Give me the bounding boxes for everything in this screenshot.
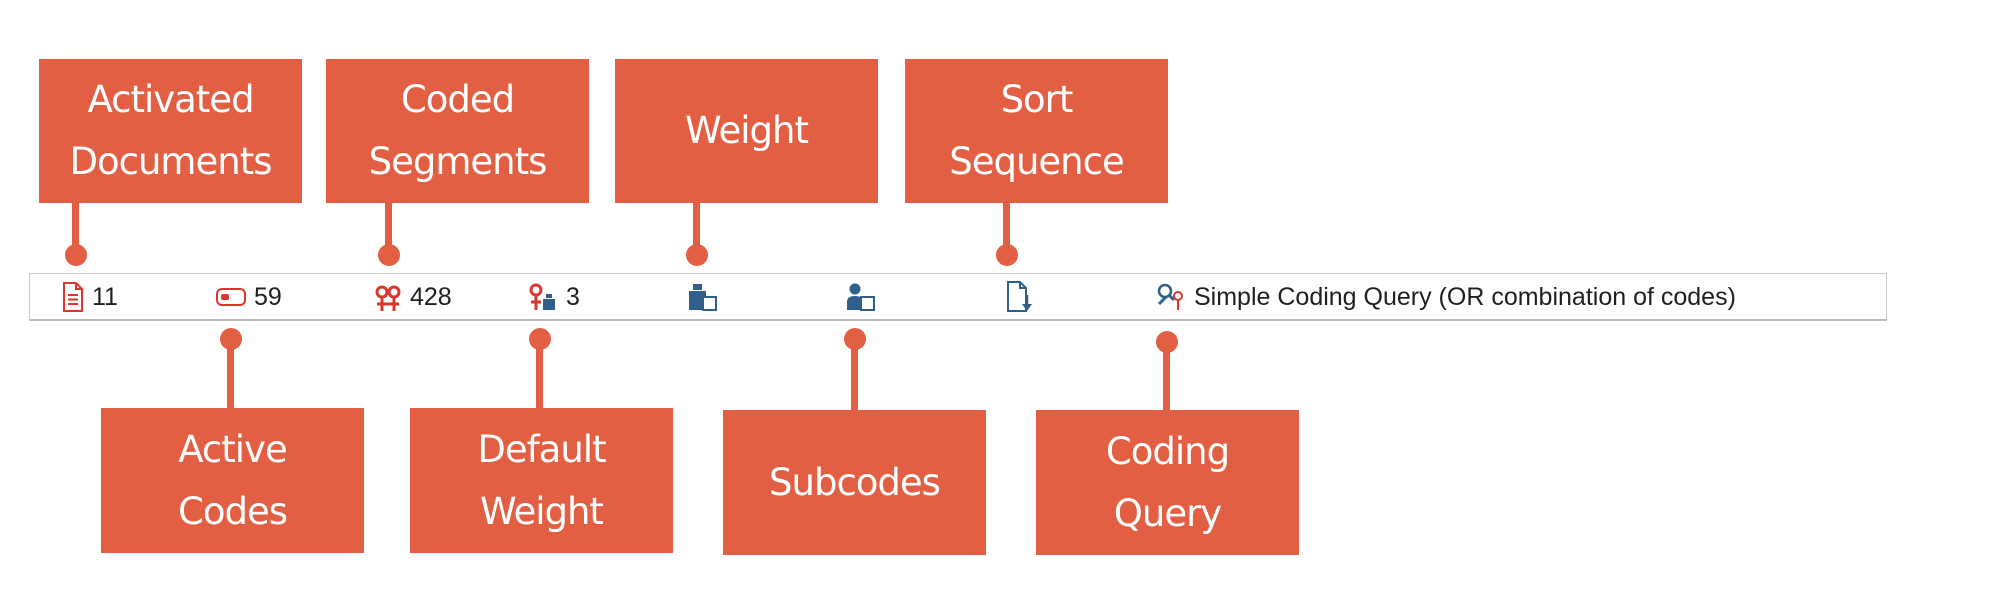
callout-activated-documents-dot [65, 244, 87, 266]
callout-active-codes-text: Active Codes [178, 427, 288, 533]
weight-filter-icon [689, 284, 717, 311]
callout-sort-sequence-dot [996, 244, 1018, 266]
callout-sort-sequence-text: Sort Sequence [949, 78, 1125, 183]
status-activated-documents[interactable]: 11 [62, 274, 118, 320]
callout-subcodes-text: Subcodes [769, 460, 941, 504]
callout-default-weight: Default Weight [410, 408, 673, 553]
document-icon [63, 282, 83, 312]
callout-active-codes-dot [220, 328, 242, 350]
callout-coded-segments-dot [378, 244, 400, 266]
documents-count: 11 [92, 282, 118, 311]
callout-weight-stem [693, 203, 700, 255]
callout-weight-text: Weight [685, 109, 809, 152]
status-subcodes[interactable] [846, 274, 876, 320]
callout-default-weight-stem [536, 340, 543, 408]
callout-coded-segments-text: Coded Segments [368, 78, 548, 183]
callout-subcodes: Subcodes [723, 410, 986, 555]
status-active-codes[interactable]: 59 [216, 274, 282, 320]
status-sort-sequence[interactable] [1006, 274, 1034, 320]
default-weight-icon [529, 283, 555, 310]
callout-default-weight-text: Default Weight [477, 427, 606, 533]
callout-weight: Weight [615, 59, 878, 203]
callout-subcodes-stem [851, 340, 858, 410]
callout-sort-sequence: Sort Sequence [905, 59, 1168, 203]
callout-activated-documents-text: Activated Documents [69, 78, 273, 183]
callout-coded-segments: Coded Segments [326, 59, 589, 203]
subcodes-icon [847, 283, 875, 311]
callout-coding-query-text: Coding Query [1105, 429, 1230, 535]
callout-default-weight-dot [529, 328, 551, 350]
callout-coding-query-dot [1156, 331, 1178, 353]
segments-count: 428 [410, 282, 452, 311]
callout-activated-documents-stem [72, 203, 79, 255]
callout-weight-dot [686, 244, 708, 266]
callout-coding-query-stem [1163, 343, 1170, 410]
codes-count: 59 [254, 282, 282, 311]
callout-coded-segments-stem [385, 203, 392, 255]
status-coded-segments[interactable]: 428 [374, 274, 452, 320]
status-weight-filter[interactable] [688, 274, 718, 320]
default-weight-value: 3 [566, 282, 580, 311]
coding-query-label: Simple Coding Query (OR combination of c… [1194, 282, 1736, 311]
status-bar: 11 59 428 3 [29, 273, 1887, 321]
callout-sort-sequence-stem [1003, 203, 1010, 255]
callout-subcodes-dot [844, 328, 866, 350]
status-default-weight[interactable]: 3 [528, 274, 580, 320]
callout-active-codes-stem [227, 340, 234, 408]
sort-sequence-icon [1007, 281, 1032, 312]
callout-coding-query: Coding Query [1036, 410, 1299, 555]
code-tag-icon [216, 288, 246, 306]
callout-activated-documents: Activated Documents [39, 59, 302, 203]
status-coding-query[interactable]: Simple Coding Query (OR combination of c… [1156, 274, 1736, 320]
coded-segments-icon [375, 285, 401, 311]
coding-query-icon [1157, 283, 1183, 310]
callout-active-codes: Active Codes [101, 408, 364, 553]
